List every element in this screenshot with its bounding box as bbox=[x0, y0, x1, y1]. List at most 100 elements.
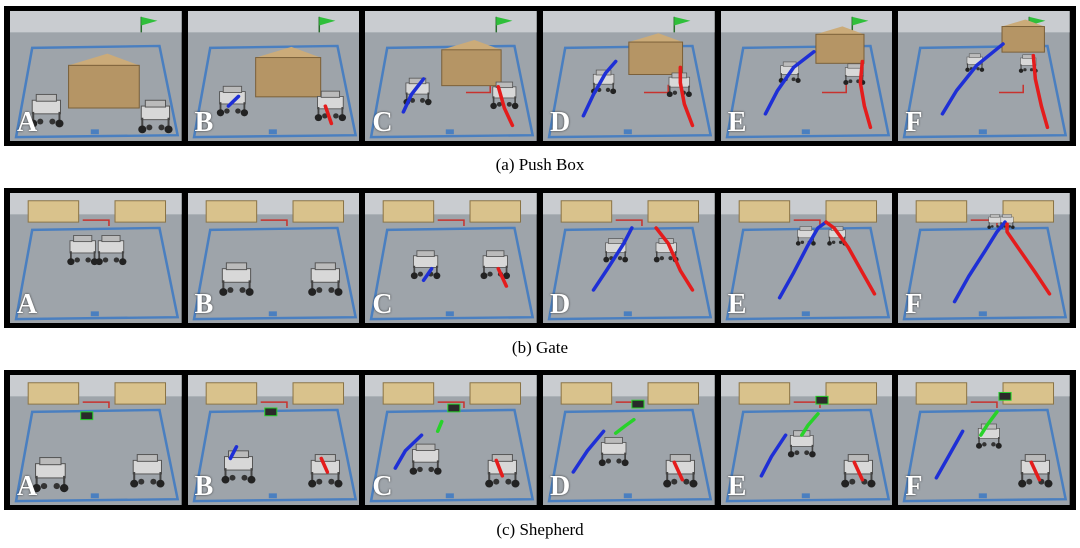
right-board bbox=[469, 200, 522, 223]
left-board bbox=[27, 382, 80, 405]
red-tape bbox=[999, 84, 1025, 94]
scene-push-box-d bbox=[543, 11, 715, 141]
red-trajectory bbox=[323, 104, 333, 126]
cardboard-box bbox=[815, 33, 865, 64]
red-tape bbox=[971, 401, 999, 408]
blue-tape-boundary bbox=[192, 408, 357, 503]
blue-tape-boundary bbox=[725, 226, 890, 321]
floor bbox=[720, 11, 893, 141]
scene-shepherd-e bbox=[720, 375, 893, 505]
blue-tape-boundary bbox=[192, 226, 357, 321]
red-tape bbox=[82, 401, 110, 408]
right-robot bbox=[485, 454, 520, 488]
right-board bbox=[114, 382, 167, 405]
right-board bbox=[292, 382, 344, 405]
floor-marker bbox=[446, 311, 455, 317]
blue-tape-boundary bbox=[902, 226, 1068, 321]
left-robot bbox=[409, 443, 442, 475]
red-tape bbox=[260, 219, 288, 226]
green-trajectory bbox=[436, 419, 444, 433]
red-tape bbox=[615, 219, 643, 226]
scene-shepherd-d bbox=[543, 375, 715, 505]
right-robot bbox=[663, 454, 698, 488]
floor-marker bbox=[979, 129, 988, 135]
floor-marker bbox=[90, 311, 99, 317]
sheep-robot bbox=[631, 399, 645, 409]
floor-marker bbox=[446, 129, 455, 135]
frame-label: A bbox=[17, 289, 38, 320]
frame-label: C bbox=[372, 289, 393, 320]
frame-label: E bbox=[727, 289, 747, 320]
red-trajectory bbox=[496, 266, 509, 288]
green-flag bbox=[141, 16, 158, 26]
red-trajectory bbox=[823, 220, 876, 296]
right-board bbox=[292, 200, 344, 223]
scene-shepherd-a bbox=[10, 375, 182, 505]
blue-tape-boundary bbox=[902, 408, 1068, 503]
blue-tape-boundary bbox=[14, 44, 180, 139]
right-robot bbox=[490, 81, 519, 110]
right-robot bbox=[138, 99, 173, 134]
floor-marker bbox=[446, 493, 455, 499]
frame-label: A bbox=[17, 107, 38, 138]
right-board bbox=[1002, 200, 1055, 223]
left-board bbox=[27, 200, 80, 223]
left-robot bbox=[218, 262, 254, 296]
right-robot bbox=[130, 454, 165, 488]
right-board bbox=[647, 200, 700, 223]
frame-gate-c: C bbox=[365, 193, 538, 323]
left-board bbox=[916, 382, 968, 405]
frame-shepherd-e: E bbox=[720, 375, 893, 505]
scene-shepherd-f bbox=[898, 375, 1071, 505]
blue-trajectory bbox=[934, 429, 965, 480]
background-wall bbox=[543, 11, 715, 33]
scene-gate-c bbox=[365, 193, 538, 323]
left-board bbox=[560, 200, 613, 223]
left-robot bbox=[216, 85, 248, 117]
red-trajectory bbox=[852, 460, 864, 482]
floor-marker bbox=[801, 493, 810, 499]
green-flag bbox=[674, 16, 691, 26]
red-trajectory bbox=[494, 458, 505, 478]
floor-marker bbox=[268, 493, 277, 499]
right-board bbox=[469, 382, 522, 405]
frame-label: D bbox=[550, 107, 571, 138]
floor-marker bbox=[801, 311, 810, 317]
left-robot bbox=[29, 93, 64, 128]
frame-label: B bbox=[194, 471, 214, 502]
scene-push-box-f bbox=[898, 11, 1071, 141]
left-robot bbox=[598, 436, 629, 467]
blue-trajectory bbox=[591, 226, 634, 292]
blue-trajectory bbox=[393, 433, 424, 470]
right-robot bbox=[95, 235, 127, 266]
scene-gate-e bbox=[720, 193, 893, 323]
right-board bbox=[825, 200, 877, 223]
red-trajectory bbox=[1005, 222, 1052, 296]
left-robot bbox=[67, 235, 99, 266]
frame-label: C bbox=[372, 107, 393, 138]
left-board bbox=[205, 200, 257, 223]
red-tape bbox=[438, 401, 466, 408]
left-board bbox=[916, 200, 968, 223]
right-robot bbox=[307, 262, 343, 296]
blue-tape-boundary bbox=[369, 408, 535, 503]
red-tape bbox=[821, 84, 847, 94]
green-flag bbox=[496, 16, 513, 26]
right-board bbox=[647, 382, 700, 405]
blue-tape-boundary bbox=[547, 226, 713, 321]
blue-tape-boundary bbox=[192, 44, 357, 139]
frame-label: E bbox=[727, 107, 747, 138]
cardboard-box bbox=[441, 49, 502, 87]
frame-label: F bbox=[905, 289, 923, 320]
blue-trajectory bbox=[941, 42, 1006, 116]
frame-label: F bbox=[905, 107, 923, 138]
frame-gate-f: F bbox=[898, 193, 1071, 323]
floor-marker bbox=[801, 129, 810, 135]
green-flag bbox=[851, 16, 869, 26]
frame-push-box-d: D bbox=[543, 11, 715, 141]
frame-shepherd-a: A bbox=[10, 375, 182, 505]
left-robot bbox=[32, 457, 69, 493]
